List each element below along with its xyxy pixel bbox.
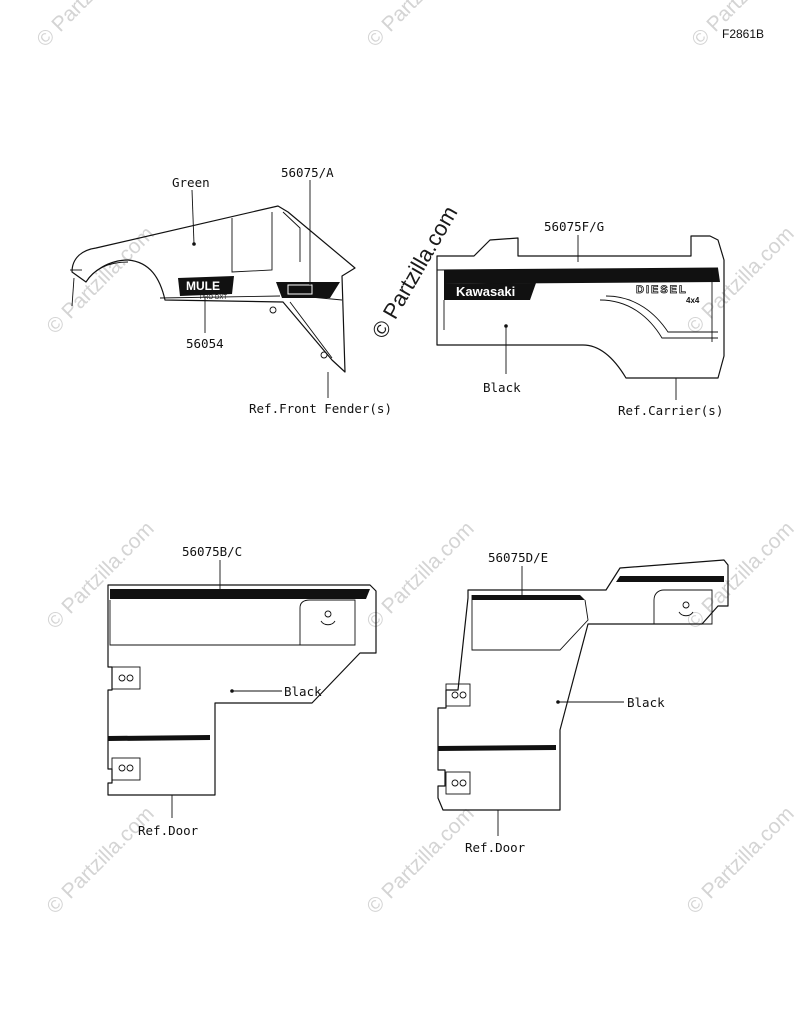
watermark: © Partzilla.com: [32, 0, 148, 52]
label-56075-de: 56075D/E: [488, 550, 548, 565]
kawasaki-decal-text: Kawasaki: [456, 284, 515, 299]
label-ref-door-left: Ref.Door: [138, 823, 199, 838]
watermark: © Partzilla.com: [682, 517, 798, 633]
label-black-carrier: Black: [483, 380, 521, 395]
watermark: © Partzilla.com: [42, 802, 158, 918]
watermark-layer: © Partzilla.com © Partzilla.com © Partzi…: [32, 0, 800, 919]
right-door-illustration: [437, 559, 729, 811]
watermark: © Partzilla.com: [42, 517, 158, 633]
left-door-illustration: [107, 584, 377, 796]
four-by-four-decal-text: 4x4: [686, 296, 700, 305]
pro-decal-text: PRO-DXT: [200, 295, 227, 301]
label-ref-carrier: Ref.Carrier(s): [618, 403, 723, 418]
mule-decal-text: MULE: [186, 279, 220, 293]
diesel-decal-text: DIESEL: [636, 284, 688, 296]
label-56075-fg: 56075F/G: [544, 219, 604, 234]
label-56054: 56054: [186, 336, 224, 351]
label-black-door-left: Black: [284, 684, 322, 699]
leader-dot: [556, 700, 560, 704]
label-ref-door-right: Ref.Door: [465, 840, 526, 855]
watermark: © Partzilla.com: [682, 802, 798, 918]
label-green: Green: [172, 175, 210, 190]
watermark: © Partzilla.com: [687, 0, 800, 52]
watermark: © Partzilla.com: [42, 222, 158, 338]
label-56075-a: 56075/A: [281, 165, 334, 180]
leader-dot: [230, 689, 234, 693]
leader-dot: [504, 324, 508, 328]
watermark: © Partzilla.com: [362, 0, 478, 52]
watermark: © Partzilla.com: [362, 517, 478, 633]
watermark: © Partzilla.com: [362, 802, 478, 918]
leader-green: [191, 189, 195, 245]
leader-dot: [192, 242, 196, 246]
figure-code: F2861B: [722, 27, 764, 41]
label-black-door-right: Black: [627, 695, 665, 710]
label-56075-bc: 56075B/C: [182, 544, 242, 559]
label-ref-front-fender: Ref.Front Fender(s): [249, 401, 392, 416]
front-fender-illustration: MULE PRO-DXT: [70, 205, 356, 373]
carrier-illustration: Kawasaki DIESEL 4x4: [436, 235, 725, 379]
